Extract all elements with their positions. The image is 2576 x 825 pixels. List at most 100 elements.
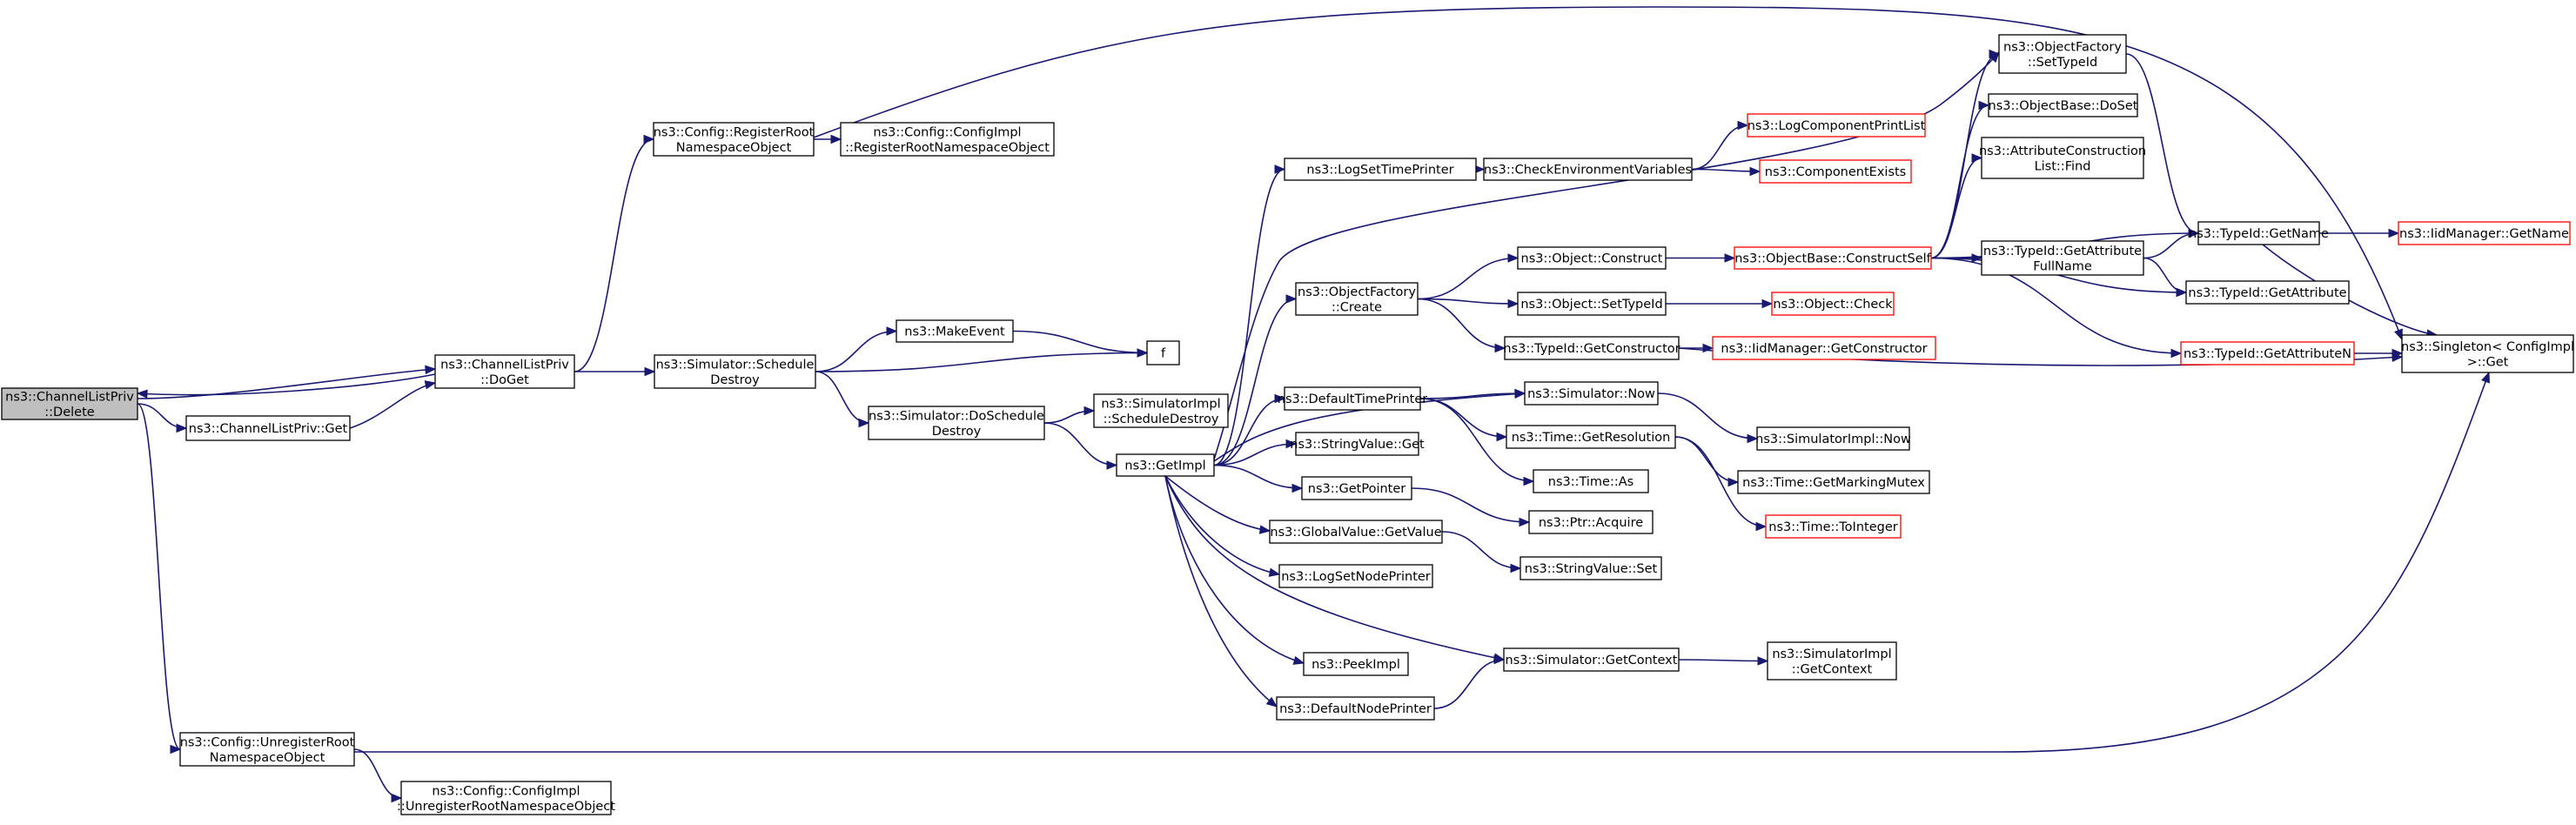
node-timetoint[interactable]: ns3::Time::ToInteger xyxy=(1765,514,1902,539)
node-singleton[interactable]: ns3::Singleton< ConfigImpl>::Get xyxy=(2401,334,2574,373)
node-box[interactable] xyxy=(1146,340,1180,366)
node-box[interactable] xyxy=(1734,246,1932,270)
node-box[interactable] xyxy=(1284,386,1421,411)
node-box[interactable] xyxy=(2180,341,2355,366)
node-ptracq[interactable]: ns3::Ptr::Acquire xyxy=(1528,510,1654,534)
node-unregimpl[interactable]: ns3::Config::ConfigImpl::UnregisterRootN… xyxy=(397,781,615,815)
node-box[interactable] xyxy=(1747,113,1926,138)
node-box[interactable] xyxy=(1765,514,1902,539)
node-box[interactable] xyxy=(1528,510,1654,534)
node-box[interactable] xyxy=(1,387,138,420)
node-box[interactable] xyxy=(400,781,612,815)
node-objcheck[interactable]: ns3::Object::Check xyxy=(1771,292,1895,316)
node-box[interactable] xyxy=(1093,393,1229,428)
node-peekimpl[interactable]: ns3::PeekImpl xyxy=(1303,652,1409,676)
node-box[interactable] xyxy=(1295,432,1419,456)
node-box[interactable] xyxy=(1284,158,1477,181)
node-box[interactable] xyxy=(1276,696,1435,721)
node-box[interactable] xyxy=(185,415,351,441)
node-reg[interactable]: ns3::Config::RegisterRootNamespaceObject xyxy=(653,122,815,157)
node-box[interactable] xyxy=(1303,652,1409,676)
node-simimplnow[interactable]: ns3::SimulatorImpl::Now xyxy=(1755,426,1911,451)
node-iidgetname[interactable]: ns3::IidManager::GetName xyxy=(2398,221,2571,245)
node-box[interactable] xyxy=(1737,470,1930,494)
node-box[interactable] xyxy=(1301,476,1412,500)
node-box[interactable] xyxy=(1269,520,1443,544)
node-objbasedoset[interactable]: ns3::ObjectBase::DoSet xyxy=(1988,93,2138,117)
node-box[interactable] xyxy=(868,406,1045,440)
node-simimplsd[interactable]: ns3::SimulatorImpl::ScheduleDestroy xyxy=(1093,393,1229,428)
node-box[interactable] xyxy=(1756,426,1910,451)
node-tidgetattrn[interactable]: ns3::TypeId::GetAttributeN xyxy=(2180,341,2355,366)
node-box[interactable] xyxy=(1524,381,1659,406)
node-defnp[interactable]: ns3::DefaultNodePrinter xyxy=(1276,696,1435,721)
node-regimpl[interactable]: ns3::Config::ConfigImpl::RegisterRootNam… xyxy=(840,122,1055,157)
node-box[interactable] xyxy=(1116,453,1215,477)
node-box[interactable] xyxy=(434,354,575,389)
node-box[interactable] xyxy=(1712,336,1936,360)
node-box[interactable] xyxy=(1504,336,1680,360)
node-logcpl[interactable]: ns3::LogComponentPrintList xyxy=(1747,113,1926,138)
node-box[interactable] xyxy=(840,122,1055,157)
node-box[interactable] xyxy=(1981,240,2144,276)
node-box[interactable] xyxy=(1759,159,1912,184)
node-objbasecs[interactable]: ns3::ObjectBase::ConstructSelf xyxy=(1734,246,1932,270)
node-strvalset[interactable]: ns3::StringValue::Set xyxy=(1519,556,1662,580)
node-simimplgetctx[interactable]: ns3::SimulatorImpl::GetContext xyxy=(1767,641,1897,681)
node-box[interactable] xyxy=(653,122,815,157)
node-objfcreate[interactable]: ns3::ObjectFactory::Create xyxy=(1295,282,1419,316)
node-timeas[interactable]: ns3::Time::As xyxy=(1533,469,1649,493)
node-box[interactable] xyxy=(1981,137,2144,179)
node-timegmm[interactable]: ns3::Time::GetMarkingMutex xyxy=(1737,470,1930,494)
node-gvgetval[interactable]: ns3::GlobalValue::GetValue xyxy=(1269,520,1443,544)
node-checkenv[interactable]: ns3::CheckEnvironmentVariables xyxy=(1483,158,1693,181)
node-timegetres[interactable]: ns3::Time::GetResolution xyxy=(1506,425,1676,449)
node-doget[interactable]: ns3::ChannelListPriv::DoGet xyxy=(434,354,575,389)
node-box[interactable] xyxy=(2398,221,2571,245)
node-box[interactable] xyxy=(1988,93,2138,117)
node-box[interactable] xyxy=(1519,556,1662,580)
node-box[interactable] xyxy=(1517,246,1667,270)
node-getimpl[interactable]: ns3::GetImpl xyxy=(1116,453,1215,477)
node-box[interactable] xyxy=(1771,292,1895,316)
node-box[interactable] xyxy=(2197,221,2320,245)
node-objsettid[interactable]: ns3::Object::SetTypeId xyxy=(1517,292,1667,316)
node-tidgetname[interactable]: ns3::TypeId::GetName xyxy=(2189,221,2329,245)
node-strvalget[interactable]: ns3::StringValue::Get xyxy=(1290,432,1425,456)
node-box[interactable] xyxy=(1503,647,1680,672)
node-box[interactable] xyxy=(1483,158,1693,181)
node-simnow[interactable]: ns3::Simulator::Now xyxy=(1524,381,1659,406)
node-tidgetctor[interactable]: ns3::TypeId::GetConstructor xyxy=(1503,336,1680,360)
node-unreg[interactable]: ns3::Config::UnregisterRootNamespaceObje… xyxy=(179,732,355,767)
node-logsettp[interactable]: ns3::LogSetTimePrinter xyxy=(1284,158,1477,181)
node-box[interactable] xyxy=(179,732,355,767)
node-simgetctx[interactable]: ns3::Simulator::GetContext xyxy=(1503,647,1680,672)
node-schedd[interactable]: ns3::Simulator::ScheduleDestroy xyxy=(654,354,816,389)
node-deftp[interactable]: ns3::DefaultTimePrinter xyxy=(1278,386,1427,411)
node-box[interactable] xyxy=(1517,292,1667,316)
node-delete[interactable]: ns3::ChannelListPriv::Delete xyxy=(1,387,138,420)
node-box[interactable] xyxy=(1295,282,1419,316)
node-clpget[interactable]: ns3::ChannelListPriv::Get xyxy=(185,415,351,441)
node-box[interactable] xyxy=(896,319,1014,343)
node-box[interactable] xyxy=(1533,469,1649,493)
node-box[interactable] xyxy=(2401,334,2574,373)
node-tidgetattr[interactable]: ns3::TypeId::GetAttribute xyxy=(2185,280,2350,305)
node-box[interactable] xyxy=(1506,425,1676,449)
node-compexists[interactable]: ns3::ComponentExists xyxy=(1759,159,1912,184)
node-logsetnp[interactable]: ns3::LogSetNodePrinter xyxy=(1278,564,1433,588)
node-box[interactable] xyxy=(2185,280,2350,305)
node-iidgetctor[interactable]: ns3::IidManager::GetConstructor xyxy=(1712,336,1936,360)
node-objfsettid[interactable]: ns3::ObjectFactory::SetTypeId xyxy=(1998,34,2127,74)
node-box[interactable] xyxy=(1767,641,1897,681)
node-box[interactable] xyxy=(1278,564,1433,588)
node-box[interactable] xyxy=(654,354,816,389)
node-objconstruct[interactable]: ns3::Object::Construct xyxy=(1517,246,1667,270)
node-box[interactable] xyxy=(1998,34,2127,74)
node-makeevent[interactable]: ns3::MakeEvent xyxy=(896,319,1014,343)
node-getptr[interactable]: ns3::GetPointer xyxy=(1301,476,1412,500)
node-f[interactable]: f xyxy=(1146,340,1180,366)
